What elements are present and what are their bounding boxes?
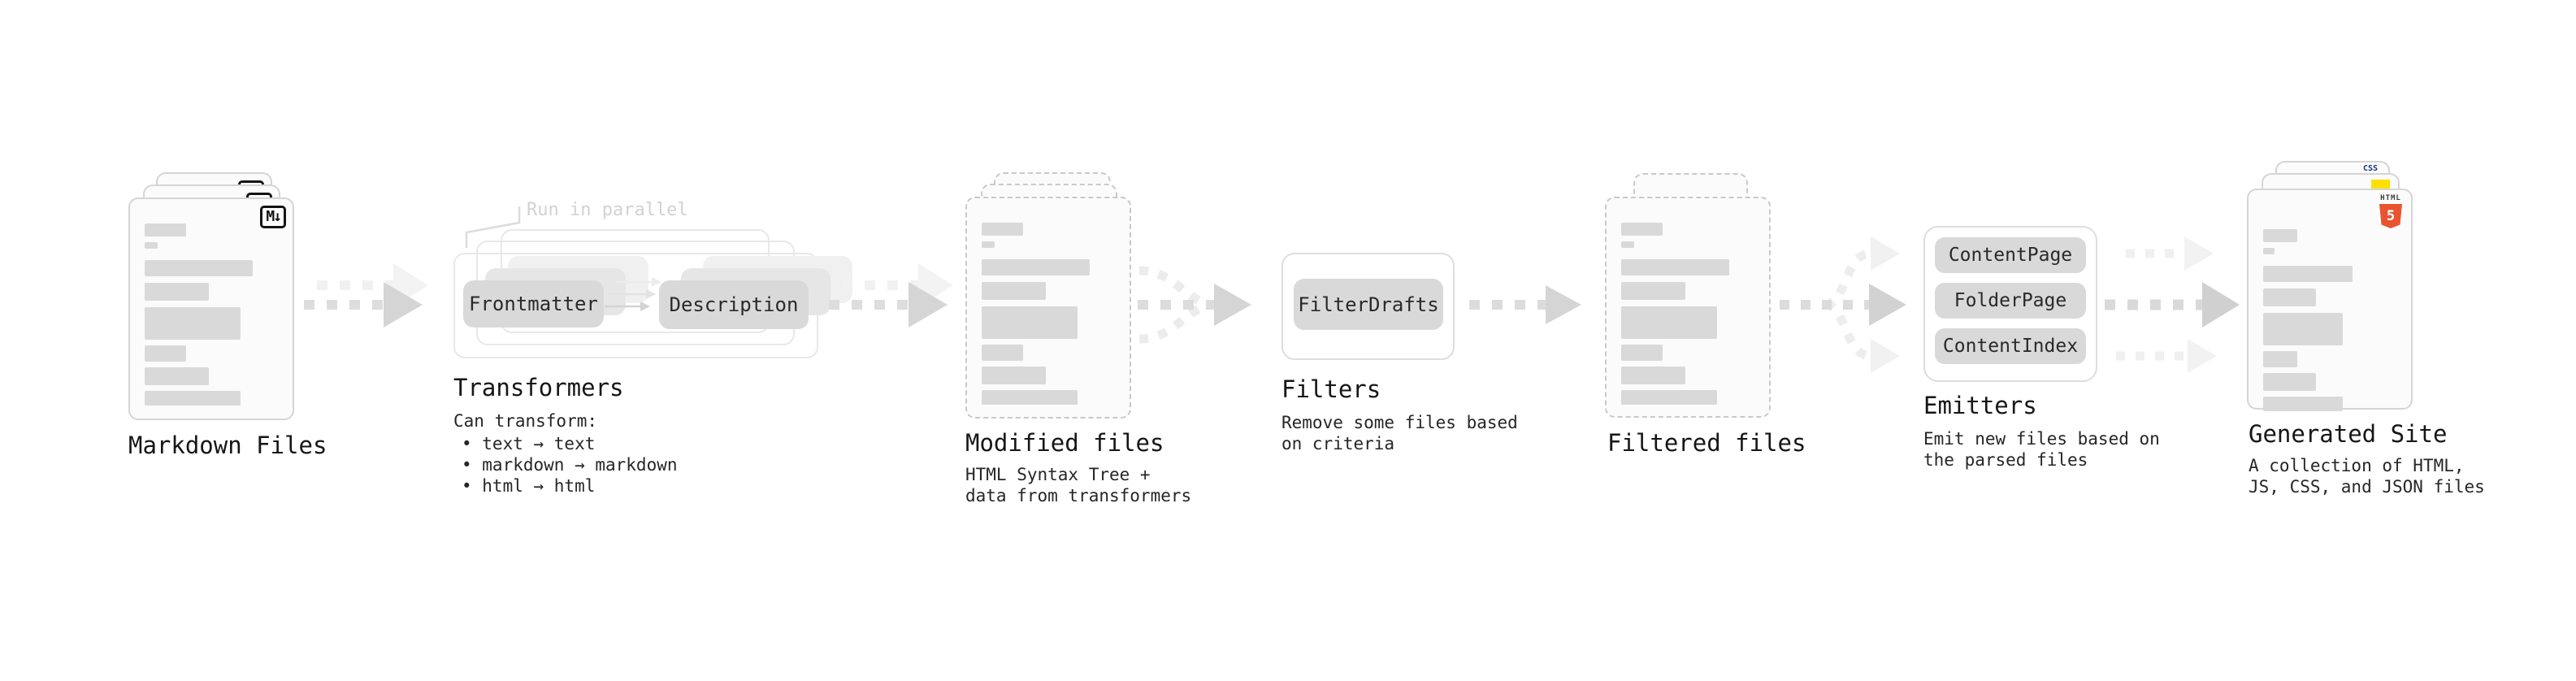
doc-line	[982, 345, 1023, 361]
doc-line	[982, 367, 1046, 384]
transformer-description-box: Description	[659, 280, 809, 329]
doc-line	[982, 241, 995, 248]
transformers-bullet: • markdown → markdown	[462, 455, 678, 475]
doc-line	[982, 259, 1090, 275]
document-placeholder-lines	[145, 223, 278, 406]
doc-line	[145, 345, 186, 362]
transformers-caption: Can transform:	[453, 411, 598, 431]
doc-line	[1621, 241, 1635, 248]
doc-line	[2263, 313, 2343, 345]
doc-line	[145, 283, 209, 301]
flow-arrow-1	[304, 263, 428, 327]
doc-line	[1621, 345, 1663, 361]
emitter-contentindex-box: ContentIndex	[1935, 328, 2086, 364]
transformers-title: Transformers	[453, 374, 624, 401]
modified-files-caption: HTML Syntax Tree +	[965, 465, 1151, 484]
transformers-bullet: • text → text	[462, 434, 596, 453]
generated-html-file-card: HTML 5	[2247, 189, 2413, 411]
modified-file-card-front	[965, 197, 1131, 419]
document-placeholder-lines	[982, 223, 1115, 405]
doc-line	[2263, 397, 2343, 411]
mini-arrow-top	[616, 277, 661, 287]
markdown-file-card-front: M↓	[128, 197, 294, 420]
doc-line	[145, 223, 186, 236]
doc-line	[982, 306, 1078, 339]
doc-line	[1621, 282, 1685, 300]
doc-line	[145, 242, 158, 249]
flow-arrow-3	[1469, 285, 1581, 324]
emitters-caption: the parsed files	[1923, 450, 2088, 470]
filters-caption: Remove some files based	[1281, 413, 1518, 432]
modified-files-title: Modified files	[965, 429, 1164, 457]
filters-title: Filters	[1281, 375, 1381, 403]
emitter-contentpage-box: ContentPage	[1935, 237, 2086, 273]
doc-line	[2263, 266, 2353, 282]
filters-frame	[1281, 253, 1455, 360]
flow-arrow-diverge	[1780, 236, 1906, 373]
filtered-file-card-front	[1605, 197, 1771, 418]
flow-arrow-2	[829, 263, 953, 327]
run-in-parallel-connector	[465, 206, 521, 248]
doc-line	[2263, 229, 2298, 242]
html5-icon: HTML 5	[2378, 195, 2404, 228]
generated-site-caption: A collection of HTML,	[2249, 456, 2465, 475]
transformers-bullet: • html → html	[462, 476, 596, 496]
doc-line	[1621, 259, 1729, 275]
markdown-files-title: Markdown Files	[128, 432, 327, 459]
doc-line	[1621, 390, 1718, 405]
js-file-icon	[2371, 180, 2390, 190]
generated-site-caption: JS, CSS, and JSON files	[2249, 477, 2485, 497]
markdown-icon: M↓	[260, 206, 286, 228]
doc-line	[2263, 248, 2275, 254]
flow-arrow-parallel	[2105, 236, 2240, 373]
doc-line	[2263, 351, 2298, 367]
doc-line	[982, 223, 1023, 236]
mini-arrow-middle	[610, 289, 656, 299]
doc-line	[2263, 288, 2317, 306]
document-placeholder-lines	[1621, 223, 1754, 405]
doc-line	[145, 367, 209, 385]
generated-site-title: Generated Site	[2249, 420, 2448, 448]
emitters-title: Emitters	[1923, 392, 2037, 419]
doc-line	[145, 260, 253, 276]
filters-caption: on criteria	[1281, 434, 1395, 453]
mini-arrow-bottom	[605, 301, 650, 311]
doc-line	[1621, 223, 1663, 236]
modified-files-caption: data from transformers	[965, 486, 1192, 505]
doc-line	[145, 307, 241, 340]
emitters-caption: Emit new files based on	[1923, 429, 2160, 449]
document-placeholder-lines	[2263, 229, 2374, 411]
doc-line	[982, 282, 1046, 300]
filter-drafts-box: FilterDrafts	[1294, 279, 1443, 330]
doc-line	[1621, 367, 1685, 384]
doc-line	[145, 391, 241, 406]
doc-line	[982, 390, 1078, 405]
doc-line	[1621, 306, 1718, 339]
flow-arrow-converge	[1138, 266, 1251, 344]
emitter-folderpage-box: FolderPage	[1935, 283, 2086, 319]
transformer-frontmatter-box: Frontmatter	[463, 280, 604, 327]
run-in-parallel-label: Run in parallel	[527, 200, 688, 220]
doc-line	[2263, 373, 2317, 391]
filtered-files-title: Filtered files	[1607, 429, 1806, 457]
